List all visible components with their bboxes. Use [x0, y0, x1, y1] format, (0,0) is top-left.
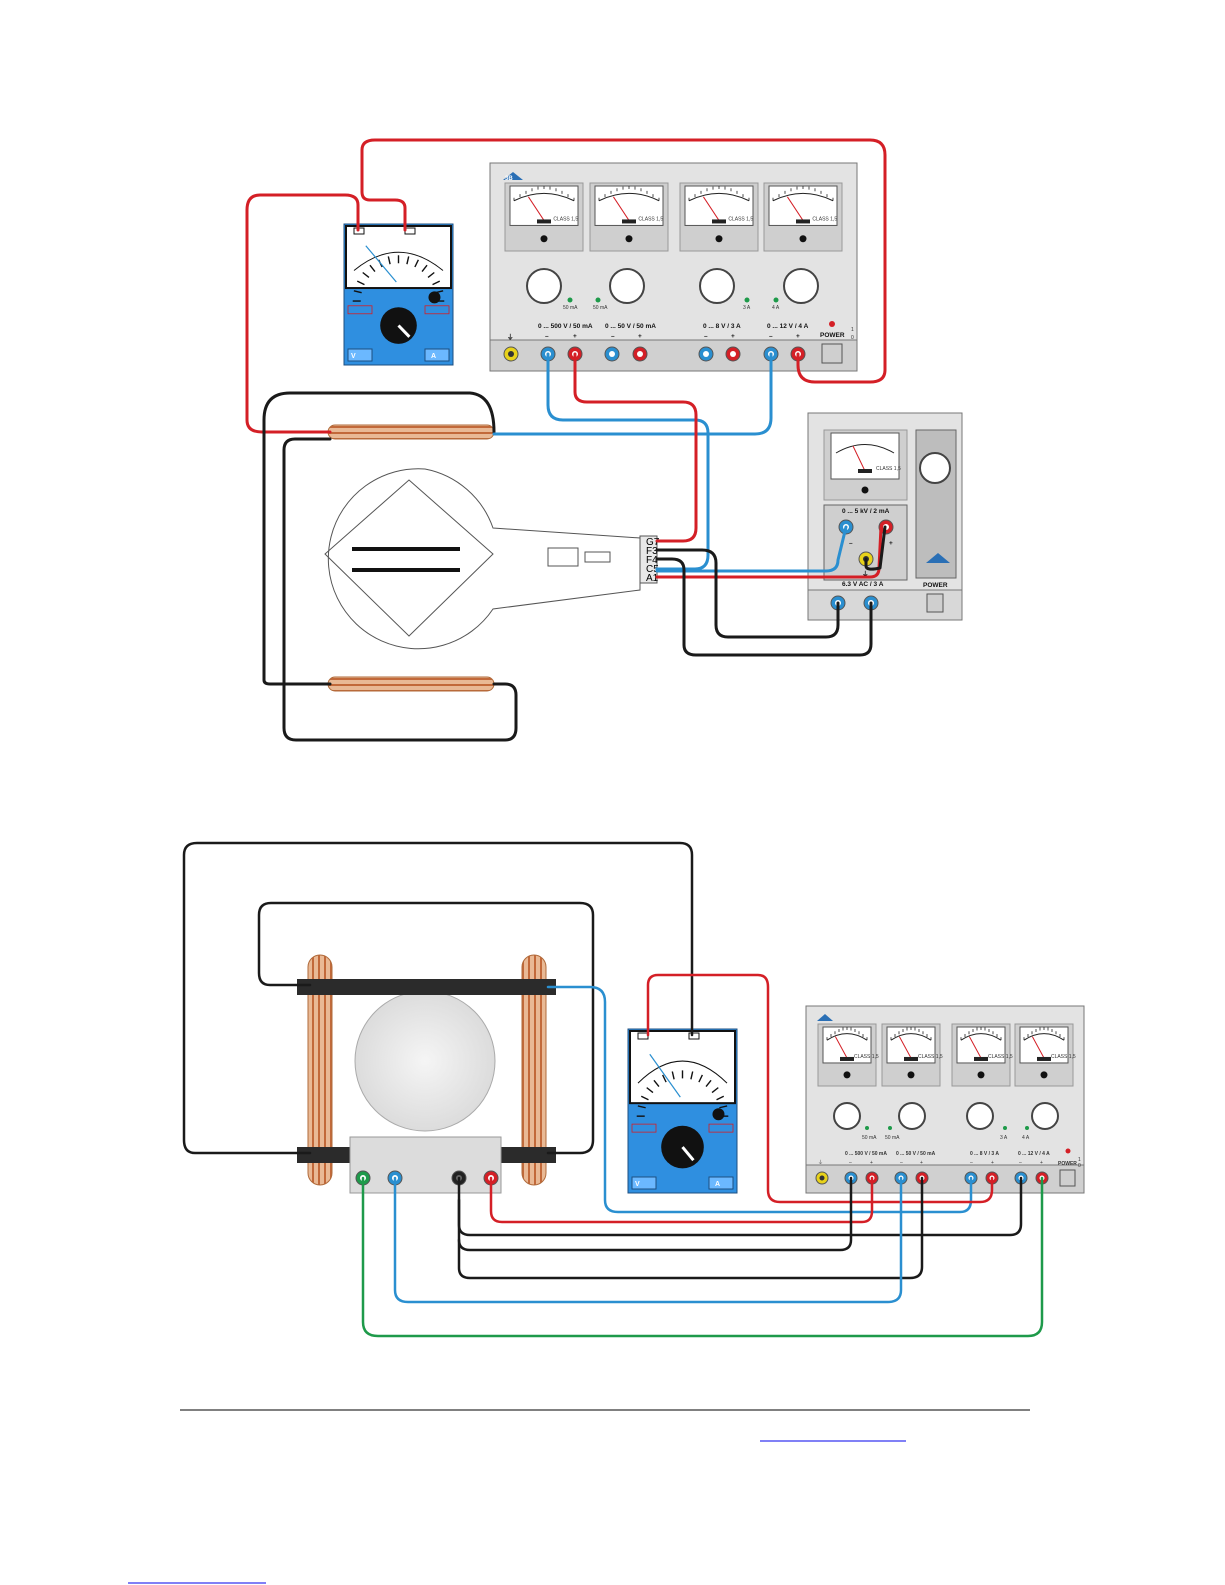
minus-sign: –	[900, 1160, 903, 1166]
range-label: 0 ... 50 V / 50 mA	[896, 1151, 936, 1157]
plus-sign: +	[991, 1160, 994, 1166]
minus-sign: –	[769, 333, 773, 340]
indicator-label: 3 A	[1000, 1135, 1008, 1141]
power-label: POWER	[820, 332, 845, 339]
pin-label: F4	[646, 555, 658, 566]
meter-scale: CLASS 1,5	[918, 1054, 943, 1060]
plus-sign: +	[920, 1160, 923, 1166]
meter-scale: CLASS 1,5	[638, 216, 663, 222]
tube-bulb	[354, 990, 496, 1132]
power-switch[interactable]	[926, 593, 944, 613]
pin-label: A1	[646, 573, 659, 584]
right-coil	[521, 954, 547, 1186]
panel-meter: CLASS 1,5	[679, 182, 759, 252]
panel-meter: CLASS 1,5	[763, 182, 843, 252]
meter-scale: CLASS 1,5	[812, 216, 837, 222]
top-hv-supply: CLASS 1,5 0 ... 5 kV / 2 mA – + ⏚ 6.3 V …	[807, 412, 963, 621]
multimeter-v-label: V	[635, 1181, 640, 1188]
power-label: POWER	[923, 582, 948, 589]
minus-sign: –	[545, 333, 549, 340]
switch-on-label: 1	[1078, 1157, 1081, 1163]
minus-sign: –	[704, 333, 708, 340]
plus-sign: +	[731, 333, 735, 340]
minus-sign: –	[970, 1160, 973, 1166]
panel-meter: CLASS 1,5	[589, 182, 669, 252]
indicator-label: 4 A	[772, 305, 780, 311]
minus-sign: –	[1019, 1160, 1022, 1166]
pin-label: G7	[646, 537, 660, 548]
plus-sign: +	[796, 333, 800, 340]
top-knobs	[526, 268, 819, 304]
indicator-label: 3 A	[743, 305, 751, 311]
multimeter-a-label: A	[715, 1181, 720, 1188]
meter-scale: CLASS 1,5	[854, 1054, 879, 1060]
pin-label: F3	[646, 546, 658, 557]
meter-scale: CLASS 1,5	[728, 216, 753, 222]
tube-base	[349, 1136, 502, 1194]
indicator-label: 4 A	[1022, 1135, 1030, 1141]
range-label: 0 ... 50 V / 50 mA	[605, 323, 656, 330]
meter-scale: CLASS 1,5	[876, 466, 901, 472]
power-switch[interactable]	[821, 343, 843, 364]
upper-coil	[327, 424, 495, 440]
panel-meter: CLASS 1,5	[817, 1023, 879, 1087]
switch-off-label: 0	[851, 335, 854, 341]
minus-sign: –	[849, 540, 853, 547]
ground-icon: ⏚	[818, 1159, 823, 1166]
minus-sign: –	[611, 333, 615, 340]
plus-sign: +	[573, 333, 577, 340]
electron-tube: G7 F3 F4 C5 A1	[324, 468, 660, 650]
panel-meter: CLASS 1,5	[881, 1023, 943, 1087]
range-label: 0 ... 8 V / 3 A	[703, 323, 741, 330]
indicator-label: 50 mA	[593, 305, 608, 311]
multimeter-v-label: V	[351, 353, 356, 360]
ac-label: 6.3 V AC / 3 A	[842, 581, 884, 588]
plus-sign: +	[870, 1160, 873, 1166]
indicator-label: 50 mA	[563, 305, 578, 311]
power-label: POWER	[1058, 1161, 1077, 1167]
range-label: 0 ... 12 V / 4 A	[1018, 1151, 1050, 1157]
meter-scale: CLASS 1,5	[988, 1054, 1013, 1060]
pin-label: C5	[646, 564, 659, 575]
range-label: 0 ... 500 V / 50 mA	[845, 1151, 887, 1157]
lower-coil	[327, 676, 495, 692]
panel-meter: CLASS 1,5	[951, 1023, 1013, 1087]
meter-scale: CLASS 1,5	[553, 216, 578, 222]
range-label: 0 ... 500 V / 50 mA	[538, 323, 593, 330]
indicator-label: 50 mA	[862, 1135, 877, 1141]
power-switch[interactable]	[1059, 1169, 1076, 1187]
minus-sign: –	[849, 1160, 852, 1166]
bottom-wires	[182, 841, 1044, 1338]
ground-icon: ⏚	[862, 570, 869, 578]
indicator-label: 50 mA	[885, 1135, 900, 1141]
panel-meter: CLASS 1,5	[1014, 1023, 1076, 1087]
3b-logo-icon: 3B	[503, 172, 523, 182]
range-label: 0 ... 12 V / 4 A	[767, 323, 809, 330]
range-label: 0 ... 8 V / 3 A	[970, 1151, 999, 1157]
3b-logo-icon	[926, 553, 950, 563]
ground-icon: ⏚	[507, 333, 514, 341]
upper-holder-bar	[297, 979, 556, 995]
svg-text:3B: 3B	[505, 176, 513, 182]
switch-off-label: 0	[1078, 1163, 1081, 1169]
switch-on-label: 1	[851, 327, 854, 333]
range-label: 0 ... 5 kV / 2 mA	[842, 508, 890, 515]
top-wires	[245, 138, 887, 742]
plus-sign: +	[638, 333, 642, 340]
bottom-diagram: CLASS 1,5 CLASS 1,5 CLASS 1,5 CLASS 1,5 50 …	[182, 841, 1085, 1338]
bottom-power-supply: CLASS 1,5 CLASS 1,5 CLASS 1,5 CLASS 1,5 50 …	[805, 1005, 1085, 1194]
plus-sign: +	[1040, 1160, 1043, 1166]
left-coil	[307, 954, 333, 1186]
plus-sign: +	[889, 540, 893, 547]
multimeter-a-label: A	[431, 353, 436, 360]
3b-logo-icon	[817, 1014, 833, 1021]
meter-scale: CLASS 1,5	[1051, 1054, 1076, 1060]
panel-meter: CLASS 1,5	[504, 182, 584, 252]
